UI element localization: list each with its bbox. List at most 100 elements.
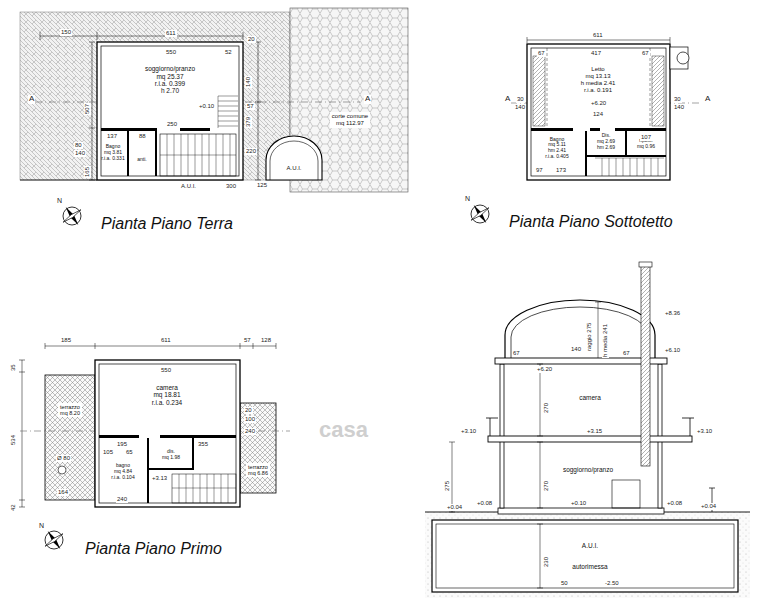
room-label: camera <box>577 393 603 402</box>
dimension-label: 185 <box>60 337 72 344</box>
drawing-part <box>547 48 650 128</box>
room-name: A.U.I. <box>286 165 301 172</box>
drawing-part <box>595 302 601 358</box>
level-label: +3.15 <box>586 428 603 435</box>
drawing-part <box>585 131 587 176</box>
dimension-label: 140 <box>570 346 582 353</box>
north-label: N <box>56 197 63 205</box>
room-data: autorimessa <box>572 563 607 570</box>
drawing-part <box>127 131 129 176</box>
drawing-part <box>270 141 318 180</box>
dimension-label: 173 <box>555 167 567 174</box>
dimension-label: 550 <box>165 49 177 56</box>
drawing-part <box>615 128 666 131</box>
drawing-part <box>240 403 276 493</box>
dimension-label: 50 <box>560 580 569 587</box>
room-data: mq 25.37 <box>156 73 183 80</box>
dimension-label: 164 <box>57 489 69 496</box>
dimension-label: 379 <box>245 116 252 128</box>
dimension-label: 534 <box>10 434 17 446</box>
room-name: Letto <box>591 66 604 73</box>
dimension-label: 30 <box>673 96 682 103</box>
dimension-label: 230 <box>543 556 550 568</box>
terrace-label: terrazzomq 6.86 <box>246 463 270 478</box>
drawing-part <box>533 56 545 126</box>
dimension-label: 42 <box>10 503 17 512</box>
drawing-part <box>57 201 88 232</box>
drawing-part <box>652 56 664 126</box>
room-data: mq 6.86 <box>248 470 268 476</box>
watermark: casa <box>318 418 369 442</box>
dimension-label: 140 <box>514 104 526 111</box>
section-mark: A <box>364 95 371 104</box>
dimension-label: 105 <box>102 449 114 456</box>
dimension-label: 35 <box>10 363 17 372</box>
drawing-part <box>505 300 655 358</box>
level-label: +0.10 <box>570 500 587 507</box>
dimension-label: 57 <box>243 337 252 344</box>
dimension-label: 52 <box>224 49 233 56</box>
room-label: A.U.I.autorimessa <box>570 541 609 572</box>
drawing-part <box>639 262 652 267</box>
room-data: mq 112.97 <box>336 120 364 127</box>
drawing-part <box>147 438 149 503</box>
room-label: soggiorno/pranzomq 25.37r.i.a. 0.399h 2.… <box>143 64 197 96</box>
dimension-label: 140 <box>245 76 252 88</box>
room-label: A.U.I. <box>284 164 303 173</box>
drawing-part <box>527 44 670 180</box>
room-label: anti. <box>135 156 148 164</box>
section-mark: A <box>704 95 711 104</box>
dimension-label: 30 <box>516 96 525 103</box>
room-name: soggiorno/pranzo <box>145 65 195 72</box>
drawing-part <box>160 435 236 438</box>
drawing-part <box>432 520 738 592</box>
dimension-label: 107 <box>640 134 652 141</box>
drawing-part <box>19 360 25 507</box>
dimension-label: 240 <box>244 428 256 435</box>
drawing-part <box>95 360 240 507</box>
drawing-part <box>641 266 650 466</box>
dimension-label: A.U.I. <box>180 183 197 190</box>
room-data: mq 8.20 <box>60 410 80 416</box>
dimension-label: 20 <box>244 407 253 414</box>
dimension-label: 220 <box>245 148 257 155</box>
dimension-label: 270 <box>543 402 550 414</box>
dimension-label: Ø 80 <box>56 455 71 462</box>
room-data: mq 13.13 <box>585 73 610 80</box>
drawing-part <box>20 180 97 181</box>
plan-title: Pianta Piano Sottotetto <box>508 213 674 231</box>
dimension-label: 80 <box>74 142 83 149</box>
drawing-part <box>449 442 455 512</box>
room-name: camera <box>579 394 601 401</box>
drawing-part <box>595 158 664 176</box>
room-label: soggiorno/pranzo <box>561 465 615 474</box>
dimension-label: 67 <box>641 50 650 57</box>
drawing-part <box>97 42 243 180</box>
north-label: N <box>38 522 45 530</box>
section-mark: A <box>504 95 511 104</box>
drawing-part <box>677 52 689 64</box>
room-label: Lettomq 13.13h media 2.41r.i.a. 0.191 <box>579 65 618 95</box>
drawing-part <box>498 508 664 514</box>
room-data: hm 2.69 <box>597 145 615 151</box>
drawing-part <box>531 48 666 176</box>
drawing-part <box>612 480 640 508</box>
dimension-label: h media 241 <box>602 323 609 358</box>
dimension-label: 128 <box>260 337 272 344</box>
dimension-label: 100 <box>244 416 256 423</box>
level-label: +0.08 <box>666 500 683 507</box>
room-label: Bagnomq 5.11hm 2.41r.i.a. 0.405 <box>543 136 570 161</box>
dimension-label: 57 <box>246 103 255 110</box>
drawing-part <box>531 128 573 131</box>
level-label: +0.04 <box>446 504 463 511</box>
room-name: camera <box>156 384 178 391</box>
drawing-part <box>172 474 236 503</box>
level-label: +0.08 <box>476 500 493 507</box>
dimension-label: 150 <box>60 29 72 36</box>
level-label: +6.20 <box>590 100 607 107</box>
level-label: -2.50 <box>604 580 620 587</box>
room-label: cameramq 18.81r.i.a. 0.234 <box>150 383 184 407</box>
dimension-label: 124 <box>592 111 604 118</box>
